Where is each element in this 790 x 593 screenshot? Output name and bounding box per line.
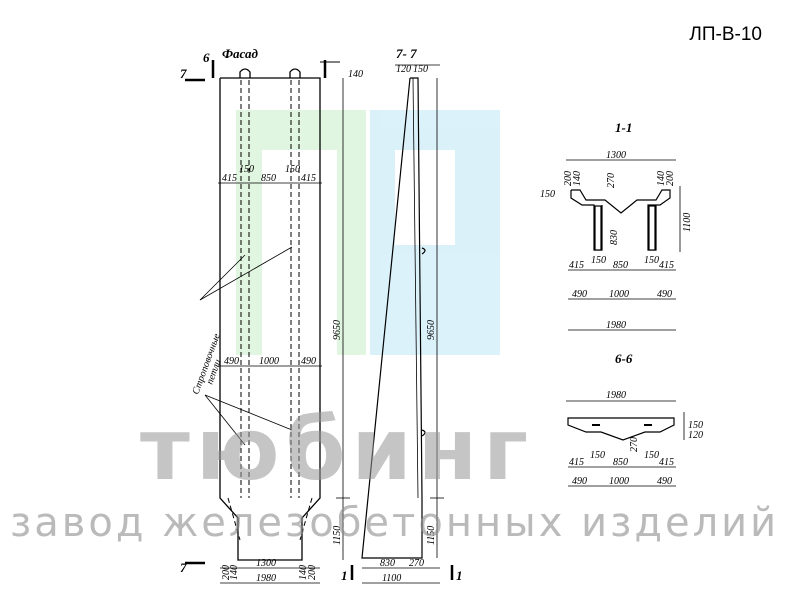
section-7-7-base-height: 1150 <box>426 526 437 545</box>
section-6-6-row2-1000: 1000 <box>609 476 629 487</box>
section-6-6-width: 1980 <box>606 390 626 401</box>
section-7-7-dim-830: 830 <box>380 558 395 569</box>
section-6-6-dim-120: 120 <box>688 430 703 441</box>
section-6-6-row1-150-right: 150 <box>644 450 659 461</box>
section-7-7-height: 9650 <box>426 320 437 340</box>
section-1-1-right-140: 140 <box>656 171 667 186</box>
facade-dim-150-right: 150 <box>285 164 300 175</box>
section-1-1-row1-415-left: 415 <box>569 260 584 271</box>
facade-base-height: 1150 <box>332 526 343 545</box>
facade-dim-top-right: 140 <box>348 69 363 80</box>
section-6-6-row1-850: 850 <box>613 457 628 468</box>
facade-dim-490-right: 490 <box>301 356 316 367</box>
section-6-6-title: 6-6 <box>615 351 633 366</box>
facade-dim-850: 850 <box>261 173 276 184</box>
section-1-1-row2-490-left: 490 <box>572 289 587 300</box>
section-1-1-row2-1000: 1000 <box>609 289 629 300</box>
section-1-1-height: 1100 <box>682 213 693 232</box>
section-1-1-dim-150: 150 <box>540 189 555 200</box>
section-1-1-view <box>566 159 681 331</box>
section-7-7-dim-270: 270 <box>409 558 424 569</box>
facade-height: 9650 <box>332 320 343 340</box>
section-1-1-width: 1300 <box>606 150 626 161</box>
facade-view <box>185 60 350 584</box>
section-6-6-row2-490-left: 490 <box>572 476 587 487</box>
facade-dim-1000: 1000 <box>259 356 279 367</box>
section-7-7-total: 1100 <box>382 573 401 584</box>
section-1-1-row1-415-right: 415 <box>659 260 674 271</box>
section-6-6-row2-490-right: 490 <box>657 476 672 487</box>
section-6-6-view <box>566 400 685 487</box>
facade-section-mark-6: 6 <box>203 50 210 65</box>
facade-dim-415-right: 415 <box>301 173 316 184</box>
section-7-7-dim-150: 150 <box>413 64 428 75</box>
section-7-7-title: 7- 7 <box>396 46 417 61</box>
facade-bottom-left-140: 140 <box>229 565 240 580</box>
section-1-1-total: 1980 <box>606 320 626 331</box>
section-6-6-outline <box>567 417 675 441</box>
facade-dim-490-left: 490 <box>224 356 239 367</box>
facade-bottom-right-200: 200 <box>307 565 318 580</box>
section-6-6-row1-150-left: 150 <box>590 450 605 461</box>
section-7-7-outline <box>361 77 423 559</box>
section-1-1-left-200: 200 <box>563 171 574 186</box>
facade-outline <box>219 77 321 561</box>
section-1-1-right-200: 200 <box>665 171 676 186</box>
facade-title: Фасад <box>222 46 258 61</box>
watermark-brand: тюбинг <box>140 400 535 500</box>
facade-bottom-right-140: 140 <box>298 565 309 580</box>
facade-section-mark-7-top: 7 <box>180 66 187 81</box>
facade-dim-415-left: 415 <box>222 173 237 184</box>
section-1-1-dim-270: 270 <box>606 173 617 188</box>
section-7-7-marker-left: 1 <box>341 568 348 583</box>
facade-section-mark-7-bottom: 7 <box>180 560 187 575</box>
watermark-tagline: завод железобетонных изделий <box>10 500 780 546</box>
section-6-6-dim-270: 270 <box>629 437 640 452</box>
section-1-1-row1-850: 850 <box>613 260 628 271</box>
section-6-6-dim-150: 150 <box>688 420 703 431</box>
lifting-loop-left <box>239 68 251 78</box>
facade-bottom-left-200: 200 <box>221 565 232 580</box>
facade-total-width: 1980 <box>256 573 276 584</box>
section-1-1-left-140: 140 <box>572 171 583 186</box>
section-1-1-dim-830: 830 <box>609 230 620 245</box>
section-7-7-dim-120: 120 <box>396 64 411 75</box>
section-1-1-row1-150-left: 150 <box>591 255 606 266</box>
section-7-7-view <box>350 64 454 584</box>
section-1-1-title: 1-1 <box>615 120 632 135</box>
logo-background <box>236 110 500 355</box>
section-1-1-row1-150-right: 150 <box>644 255 659 266</box>
lifting-loop-right <box>289 68 301 78</box>
section-6-6-row1-415-left: 415 <box>569 457 584 468</box>
section-1-1-outline <box>570 189 671 251</box>
section-7-7-marker-right: 1 <box>456 568 463 583</box>
facade-dim-150-left: 150 <box>239 164 254 175</box>
drawing-code: ЛП-В-10 <box>689 24 762 45</box>
section-1-1-row2-490-right: 490 <box>657 289 672 300</box>
facade-bottom-width: 1300 <box>256 558 276 569</box>
section-6-6-row1-415-right: 415 <box>659 457 674 468</box>
